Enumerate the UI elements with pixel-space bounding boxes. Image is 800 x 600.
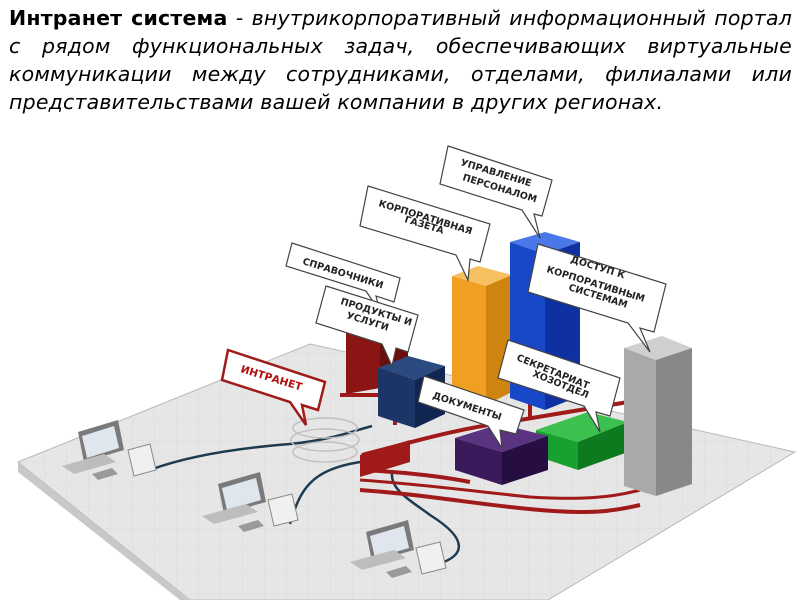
callout-newspaper: КОРПОРАТИВНАЯ ГАЗЕТА [359, 185, 491, 283]
access-tower [624, 336, 692, 496]
term-intranet: Интранет система [9, 6, 228, 30]
slide-description: Интранет система - внутрикорпоративный и… [9, 4, 792, 116]
intranet-hub [290, 417, 410, 477]
definition-text: - внутрикорпоративный информационный пор… [9, 6, 793, 114]
workstation-3 [350, 520, 447, 578]
callout-access: ДОСТУП К КОРПОРАТИВНЫМ СИСТЕМАМ [527, 243, 667, 353]
documents-block [455, 424, 548, 485]
callout-intranet: ИНТРАНЕТ [220, 348, 327, 426]
workstation-1 [62, 420, 157, 480]
workstation-2 [202, 472, 299, 532]
callout-secretariat: СЕКРЕТАРИАТ ХОЗОТДЕЛ [497, 339, 621, 433]
newspaper-tower [452, 266, 512, 405]
